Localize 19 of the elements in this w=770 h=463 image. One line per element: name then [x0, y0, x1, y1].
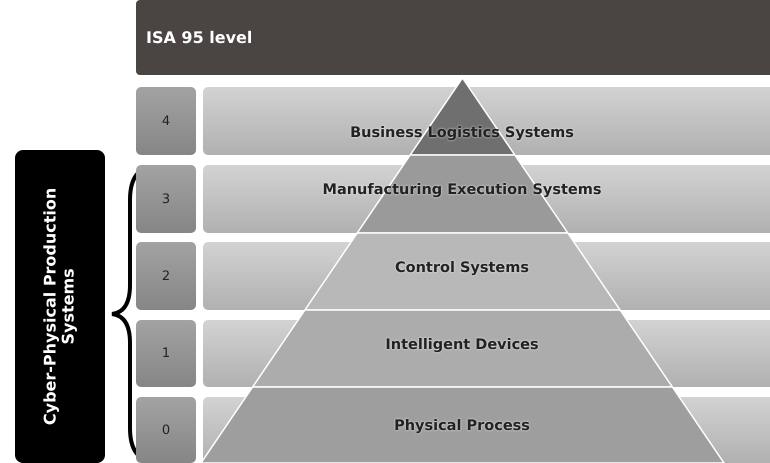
level-number: 0: [162, 422, 170, 438]
level-number-box: [136, 397, 196, 463]
level-number: 2: [162, 268, 170, 284]
layer-label: Manufacturing Execution Systems: [322, 182, 602, 198]
level-number-box: [136, 87, 196, 155]
level-number-box: [136, 165, 196, 233]
header-bar: [136, 0, 770, 75]
level-number: 4: [162, 114, 170, 128]
level-number-box: [136, 242, 196, 310]
layer-label: Business Logistics Systems: [350, 125, 574, 141]
panel-title: Cyber-Physical Production Systems: [42, 186, 78, 428]
layer-label: Control Systems: [394, 260, 530, 276]
layer-label: Intelligent Devices: [385, 337, 539, 353]
level-number: 1: [162, 346, 170, 361]
level-number-box: [136, 320, 196, 387]
label-panel: [15, 150, 105, 463]
level-number: 3: [162, 192, 170, 206]
layer-label: Physical Process: [394, 418, 530, 434]
header-title: ISA 95 level: [146, 28, 252, 47]
